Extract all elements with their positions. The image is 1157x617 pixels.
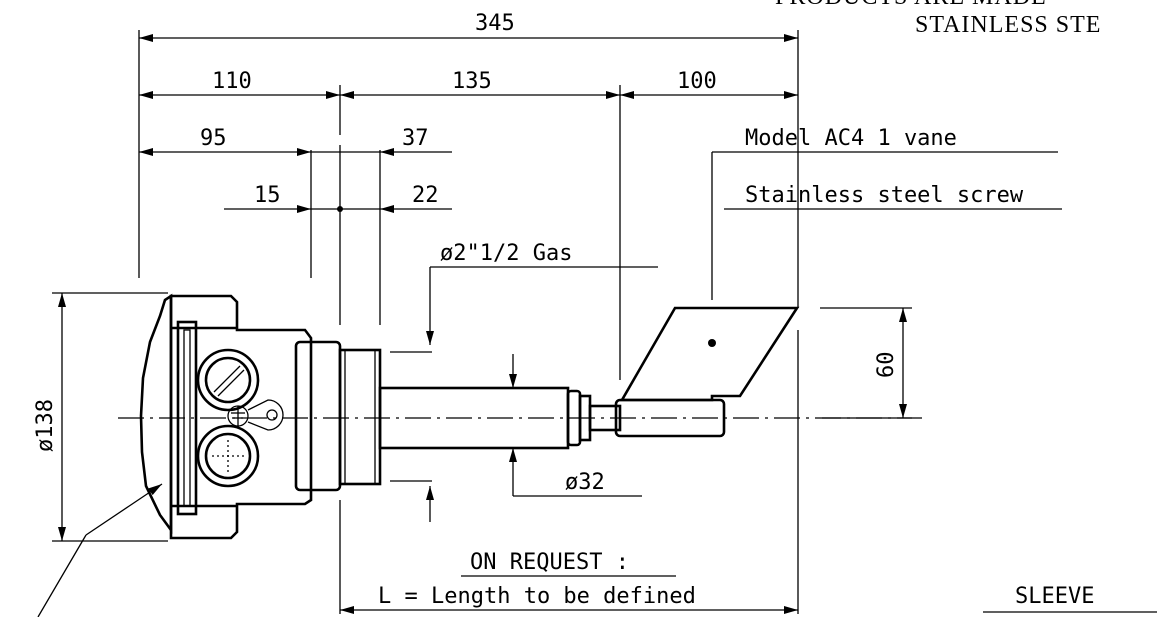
dim-37-label: 37 (402, 126, 429, 151)
thread-fitting (338, 348, 382, 486)
dim-row-2: 110 135 100 (139, 69, 798, 99)
dim-22-label: 22 (412, 183, 439, 208)
dim-diameter-138: ø138 (33, 292, 168, 542)
sleeve-callout: SLEEVE (983, 584, 1157, 613)
dim-row-4: 15 22 (224, 183, 452, 213)
thread-label: ø2"1/2 Gas (440, 241, 572, 266)
dim-138-label: ø138 (33, 399, 58, 452)
screw-leader: Stainless steel screw (724, 183, 1062, 210)
model-label: Model AC4 1 vane (745, 126, 957, 151)
model-leader: Model AC4 1 vane (711, 126, 1058, 300)
dim-length: ON REQUEST : L = Length to be defined (340, 550, 798, 614)
dim-345: 345 (139, 11, 798, 42)
dim-60: 60 (820, 307, 912, 419)
dim-32-label: ø32 (565, 470, 605, 495)
sleeve-label: SLEEVE (1015, 584, 1094, 609)
vane (619, 306, 800, 402)
dim-100-label: 100 (677, 69, 717, 94)
dim-345-label: 345 (475, 11, 515, 36)
cover-leader (37, 483, 163, 617)
dim-15-label: 15 (254, 183, 281, 208)
dim-diameter-32: ø32 (509, 354, 642, 497)
dim-135-label: 135 (452, 69, 492, 94)
header-line-2: STAINLESS STE (915, 12, 1101, 38)
extension-lines (138, 30, 799, 614)
dim-110-label: 110 (212, 69, 252, 94)
dim-row-3: 95 37 (139, 126, 452, 156)
screw-label: Stainless steel screw (745, 183, 1024, 208)
length-label: L = Length to be defined (378, 584, 696, 609)
header-line-1: PRODUCTS ARE MADE (775, 0, 1047, 10)
dim-95-label: 95 (200, 126, 227, 151)
thread-callout: ø2"1/2 Gas (390, 241, 658, 522)
on-request-label: ON REQUEST : (470, 550, 629, 575)
housing (139, 293, 342, 540)
dim-60-label: 60 (874, 352, 899, 379)
